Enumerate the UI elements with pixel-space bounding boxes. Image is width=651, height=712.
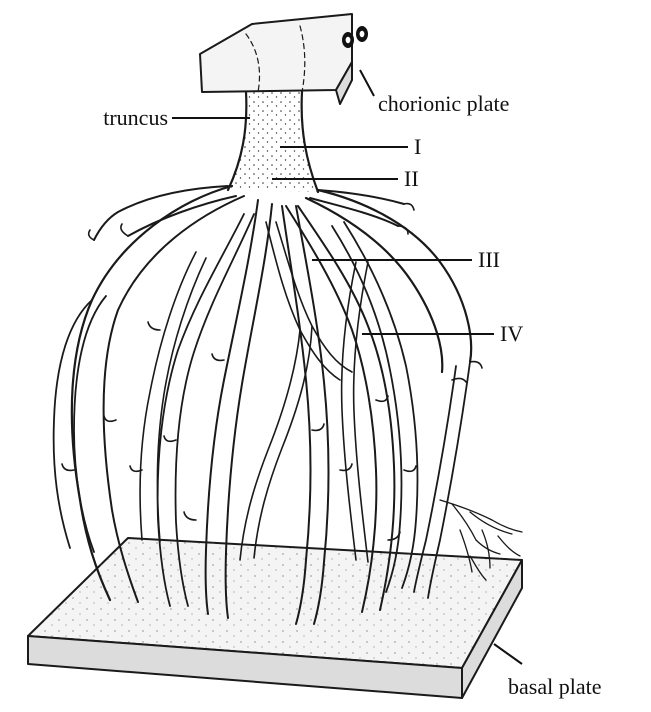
label-chorionic-plate: chorionic plate [378,91,509,116]
chorionic-plate-block [200,14,368,104]
label-basal-plate: basal plate [508,674,601,699]
label-branch-I: I [414,134,421,159]
leader-chorionic-plate [360,70,374,96]
basal-plate-slab [28,538,522,698]
label-branch-III: III [478,247,500,272]
label-branch-IV: IV [500,321,523,346]
label-branch-II: II [404,166,419,191]
label-truncus: truncus [103,105,168,130]
leader-basal-plate [494,644,522,664]
